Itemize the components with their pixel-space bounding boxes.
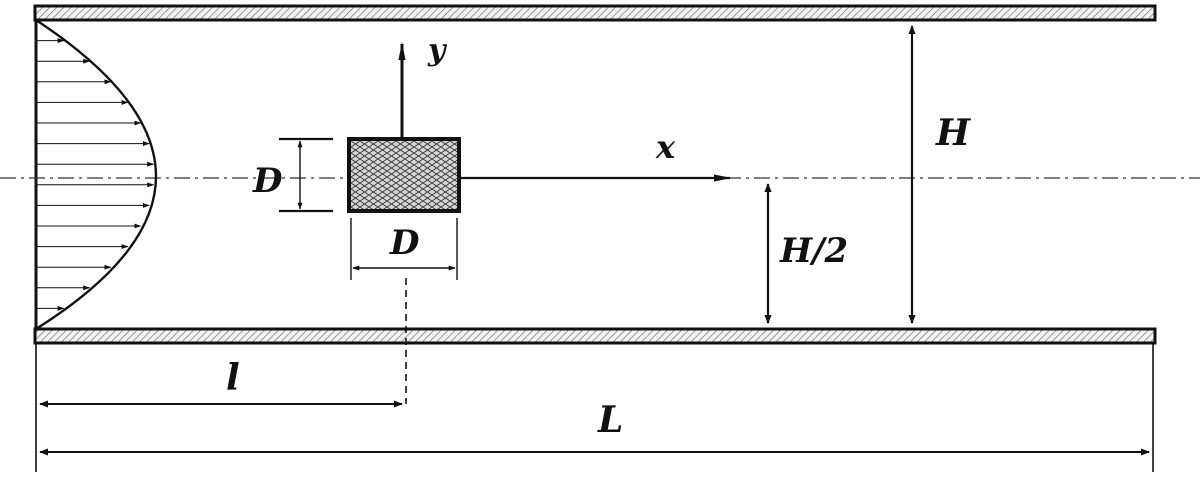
total-length-label: L [597,399,623,441]
half-height-label: H/2 [779,231,848,271]
top-wall [33,4,1157,22]
upstream-length-label: l [226,357,240,399]
obstacle-width-label: D [389,223,420,263]
square-obstacle [347,137,461,213]
y-axis-label: y [427,33,448,68]
bottom-wall [33,327,1157,345]
obstacle-height-label: D [252,161,283,201]
x-axis-label: x [655,128,676,166]
velocity-profile-arrows [36,38,155,311]
velocity-profile-curve [35,18,158,331]
channel-height-label: H [935,112,971,154]
